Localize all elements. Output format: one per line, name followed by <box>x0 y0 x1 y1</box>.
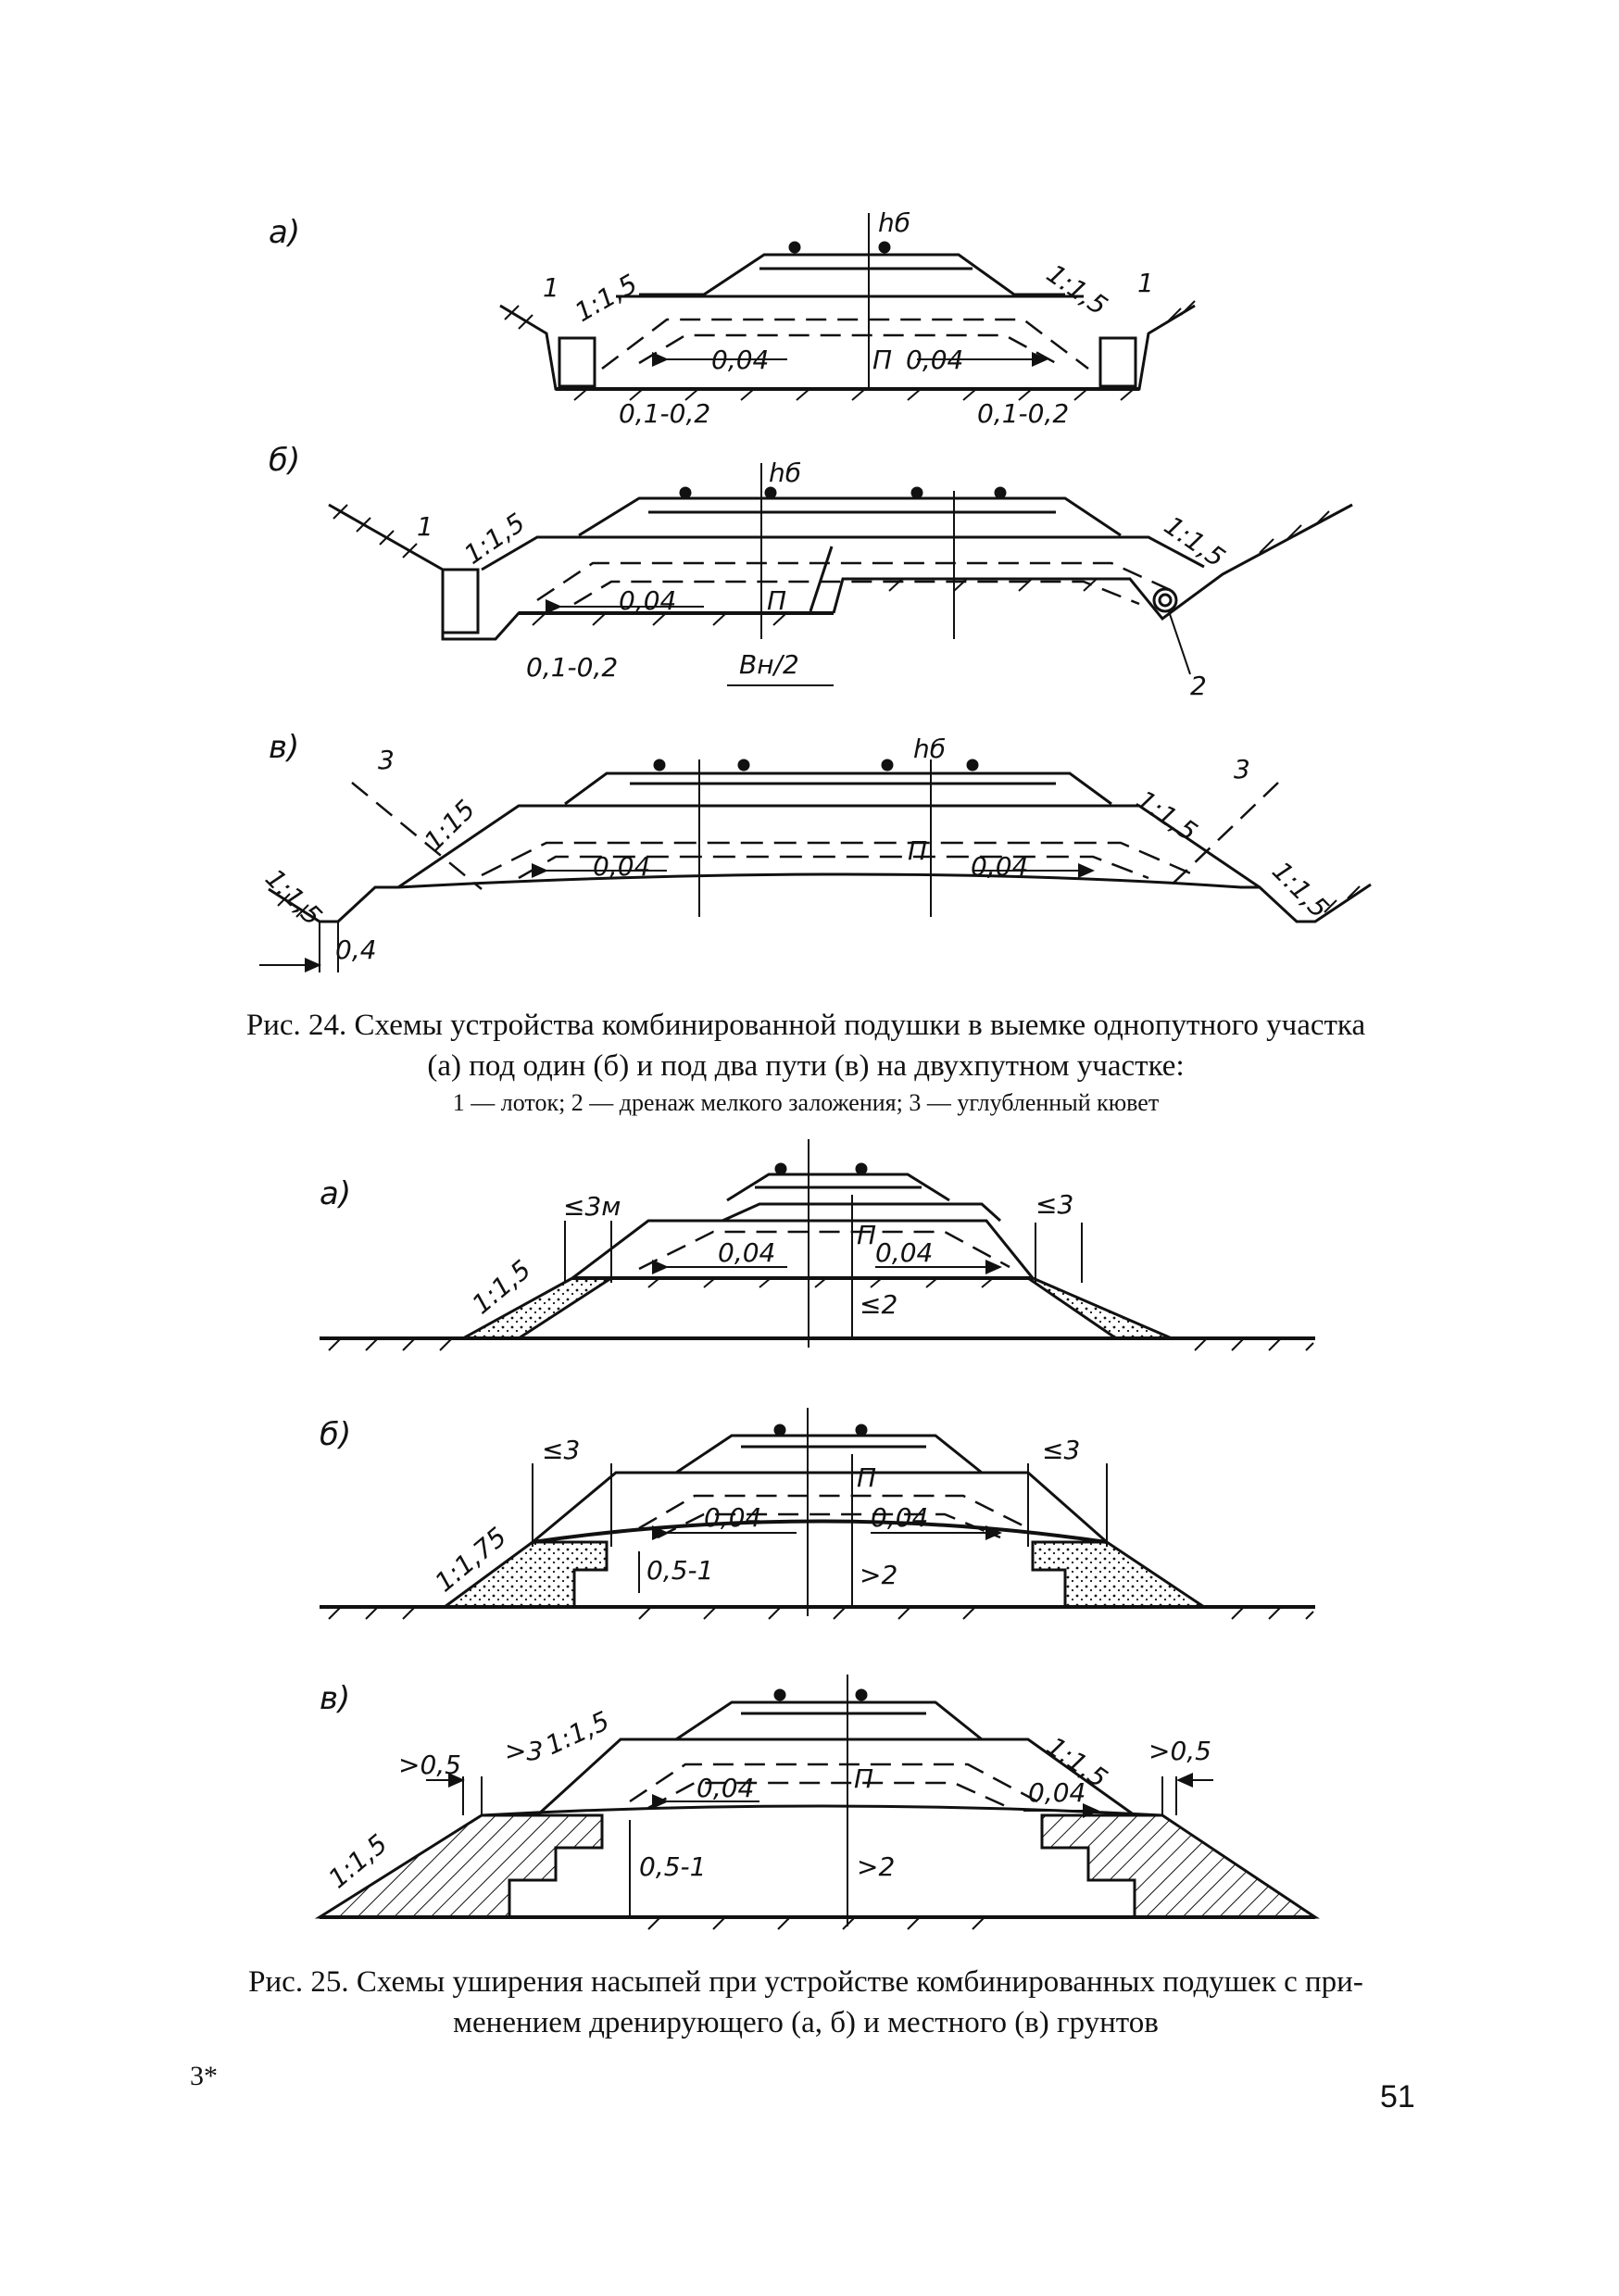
label: 1 <box>1137 268 1154 298</box>
label: 0,4 <box>335 935 377 965</box>
label: ≤3 <box>1035 1189 1073 1220</box>
label: >2 <box>860 1560 897 1590</box>
fig24-panel-a-labels: hб 1 1:1,5 1:1,5 1 0,04 П 0,04 0,1-0,2 0… <box>543 207 1154 429</box>
label: 0,04 <box>711 345 769 375</box>
fig25-caption: Рис. 25. Схемы уширения насыпей при устр… <box>111 1962 1500 2043</box>
label: hб <box>878 207 910 238</box>
label: П <box>908 835 927 866</box>
label: 0,5-1 <box>639 1851 706 1882</box>
label: 0,04 <box>697 1773 754 1803</box>
label: 0,1-0,2 <box>977 398 1069 429</box>
caption-line: менением дренирующего (а, б) и местного … <box>453 2006 1159 2039</box>
fig25-panel-c: в) <box>314 1675 1320 1930</box>
label: >0,5 <box>1148 1736 1211 1766</box>
label: 0,1-0,2 <box>619 398 710 429</box>
label: 0,04 <box>871 1502 928 1533</box>
label: 0,04 <box>971 851 1028 882</box>
label: ≤3м <box>563 1191 621 1222</box>
label: 0,04 <box>704 1502 761 1533</box>
label: 0,1-0,2 <box>526 652 618 683</box>
label: ≤3 <box>542 1435 580 1465</box>
label: 1 <box>543 272 559 303</box>
panel-letter: а) <box>320 1175 351 1212</box>
caption-legend: 1 — лоток; 2 — дренаж мелкого заложения;… <box>452 1089 1160 1116</box>
label: П <box>872 345 892 375</box>
label: 2 <box>1190 671 1207 701</box>
label: >0,5 <box>398 1750 461 1780</box>
label: 0,04 <box>906 345 963 375</box>
fig25-panel-a: а) <box>320 1139 1315 1351</box>
fig24-panel-a: а) <box>269 213 1196 401</box>
panel-letter: б) <box>320 1416 351 1453</box>
label: 0,04 <box>1028 1777 1086 1808</box>
label: 0,5-1 <box>646 1555 713 1586</box>
label: hб <box>913 734 946 764</box>
label: 0,04 <box>593 851 650 882</box>
label: ≤3 <box>1042 1435 1080 1465</box>
fig25-panel-c-labels: >0,5 >3 1:1,5 1:1,5 >0,5 П 0,04 0,04 1:1… <box>322 1705 1211 1894</box>
panel-letter: в) <box>320 1680 350 1717</box>
label: 3 <box>1234 754 1250 784</box>
label: 1 <box>417 511 433 542</box>
label: 1:1,5 <box>541 1705 614 1761</box>
signature-mark: 3* <box>190 2061 218 2091</box>
label: >3 <box>505 1736 543 1766</box>
fig24-caption: Рис. 24. Схемы устройства комбинированно… <box>111 1005 1500 1120</box>
caption-line: Рис. 25. Схемы уширения насыпей при устр… <box>248 1965 1363 1999</box>
panel-letter: в) <box>269 729 299 766</box>
fig24-panel-b: б) <box>269 442 1353 686</box>
panel-letter: а) <box>269 214 300 251</box>
fig25-panel-b-labels: ≤3 ≤3 П 0,04 0,04 1:1,75 0,5-1 >2 <box>429 1435 1080 1598</box>
panel-letter: б) <box>269 442 300 479</box>
label: >2 <box>857 1851 895 1882</box>
label: Вн/2 <box>739 649 799 680</box>
page-number: 51 <box>1380 2079 1415 2114</box>
label: П <box>767 585 786 616</box>
label: П <box>854 1763 873 1794</box>
label: 3 <box>378 745 395 775</box>
label: 0,04 <box>718 1237 775 1268</box>
label: ≤2 <box>860 1289 897 1320</box>
fig25-panel-b: б) <box>320 1408 1315 1620</box>
label: П <box>857 1220 876 1250</box>
fig24-panel-c: в) <box>259 729 1372 972</box>
label: 0,04 <box>875 1237 933 1268</box>
label: П <box>857 1462 876 1493</box>
label: 0,04 <box>619 585 676 616</box>
caption-line: (а) под один (б) и под два пути (в) на д… <box>427 1049 1185 1083</box>
figure-24-drawing: а) hб 1 1:1,5 1:1,5 1 <box>259 207 1372 972</box>
label: hб <box>769 458 801 488</box>
caption-line: Рис. 24. Схемы устройства комбинированно… <box>245 1009 1366 1042</box>
